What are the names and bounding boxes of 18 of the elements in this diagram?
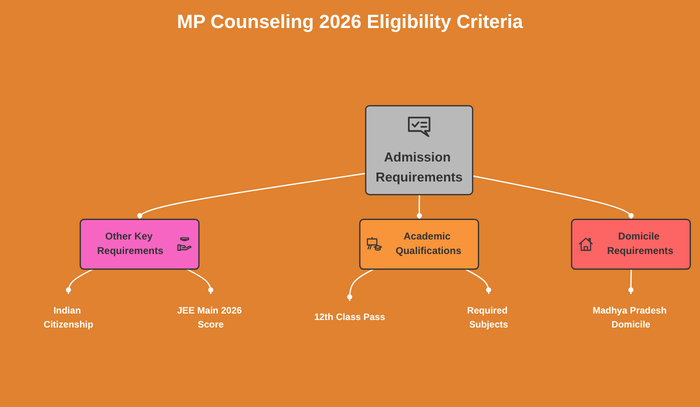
node-box: Admission Requirements [365, 105, 474, 196]
node-box: Domicile Requirements [570, 219, 691, 270]
node-box: Other Key Requirements [80, 219, 200, 270]
node-text: Indian Citizenship [44, 305, 94, 330]
node-box: Academic Qualifications [359, 219, 480, 270]
connector [186, 268, 214, 294]
title: MP Counseling 2026 Eligibility Criteria [176, 12, 524, 34]
node-text: JEE Main 2026 Score [177, 305, 242, 330]
connector [137, 173, 366, 220]
node-text: Required Subjects [467, 305, 508, 330]
connector [416, 195, 422, 220]
connector [465, 269, 492, 294]
connector [472, 176, 634, 220]
connector [628, 270, 634, 294]
node-text: Madhya Pradesh Domicile [592, 305, 667, 330]
node-text: 12th Class Pass [314, 312, 386, 323]
connector [66, 268, 94, 294]
connector [347, 269, 374, 302]
